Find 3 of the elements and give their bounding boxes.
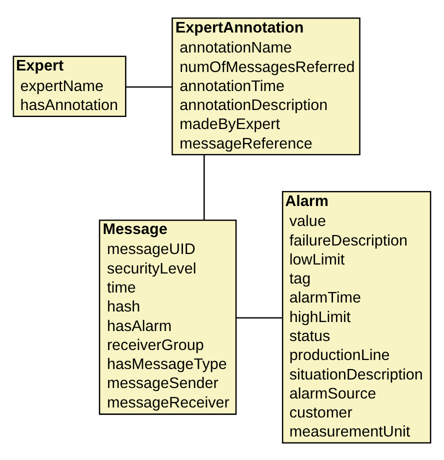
connector (126, 86, 172, 88)
connector (236, 316, 283, 318)
connector (204, 154, 205, 220)
